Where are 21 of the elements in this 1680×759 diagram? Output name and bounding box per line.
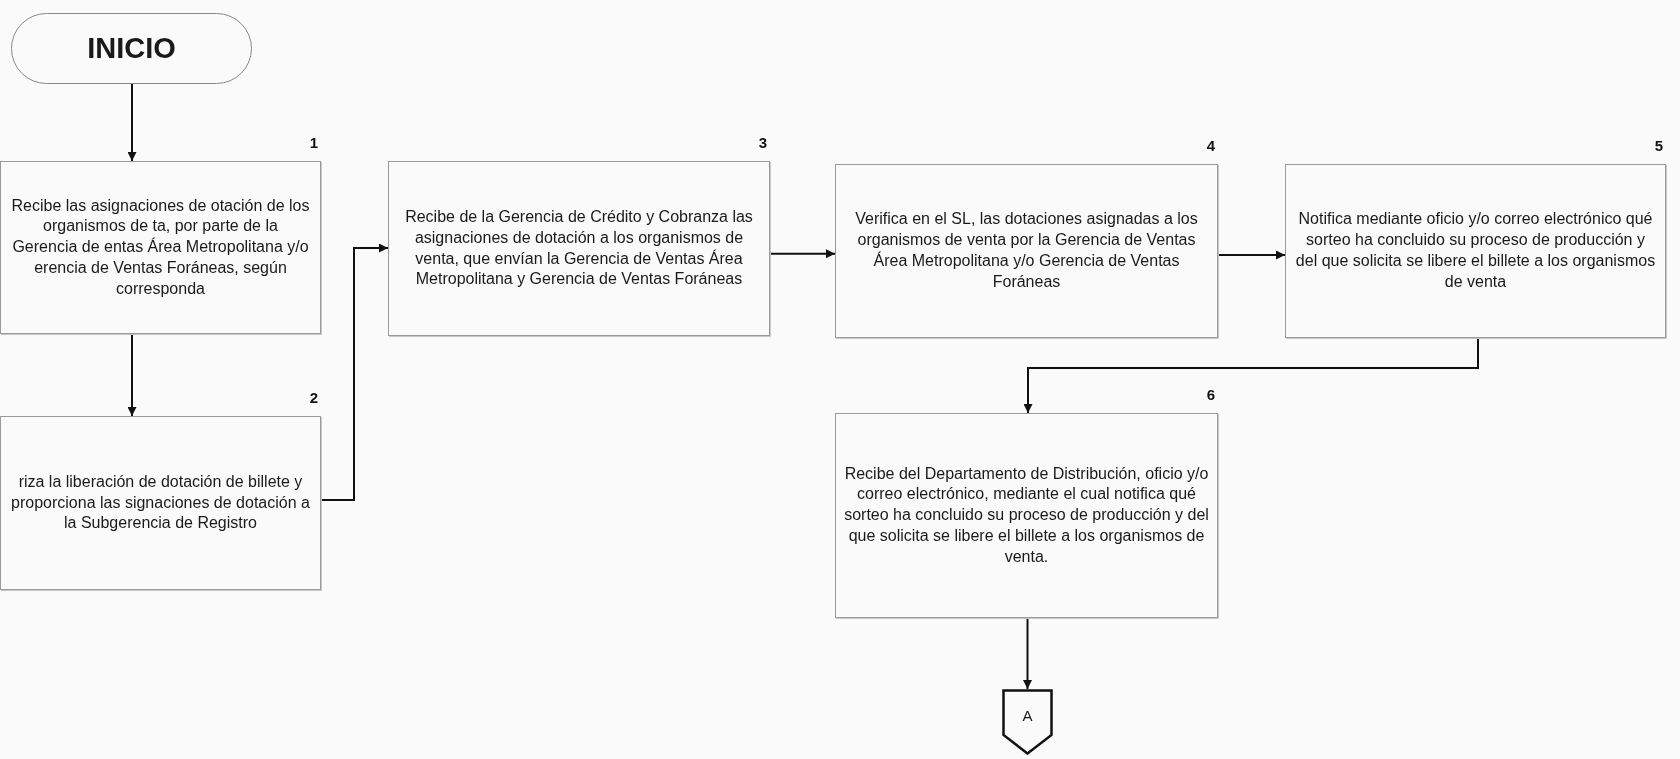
step-text: Verifica en el SL, las dotaciones asignadas a los organismos de venta por la Gerencia de Ventas Área Metropolitana y/o Gerencia de Ventas Foráneas (854, 209, 1199, 292)
arrow (1217, 250, 1286, 260)
step-text: Recibe de la Gerencia de Crédito y Cobranza las asignaciones de dotación a los organismos de venta, que envían la Gerencia de Ventas Área Metropolitana y Gerencia de Ventas Foráneas (404, 206, 754, 290)
connector-label: A (1022, 706, 1033, 726)
step-text: Recibe del Departamento de Distribución, oficio y/o correo electrónico, mediante el cual notifica qué sorteo ha concluido su proceso de producción y del que solicita se libere el billete a los organismos de venta. (843, 463, 1210, 567)
step-text: Notifica mediante oficio y/o correo electrónico qué sorteo ha concluido su proceso de producción y del que solicita se libere el billete a los organismos de venta (1294, 209, 1657, 292)
step-number: 5 (1654, 137, 1663, 154)
terminal-label: INICIO (86, 30, 177, 66)
step-text: Recibe las asignaciones de otación de los organismos de ta, por parte de la Gerencia de entas Área Metropolitana y/o erencia de Ventas Foráneas, según corresponda (10, 195, 311, 299)
arrow (1023, 617, 1032, 690)
step-text: riza la liberación de dotación de billete y proporciona las signaciones de dotación a la Subgerencia de Registro (10, 471, 311, 534)
arrow (127, 333, 137, 417)
arrow (320, 243, 389, 501)
arrow (127, 83, 137, 162)
step-number: 3 (758, 134, 767, 151)
arrow (769, 249, 836, 259)
arrow (1023, 337, 1479, 414)
step-number: 6 (1206, 386, 1215, 403)
step-number: 4 (1206, 137, 1215, 154)
step-number: 1 (309, 134, 318, 151)
step-number: 2 (309, 389, 318, 406)
